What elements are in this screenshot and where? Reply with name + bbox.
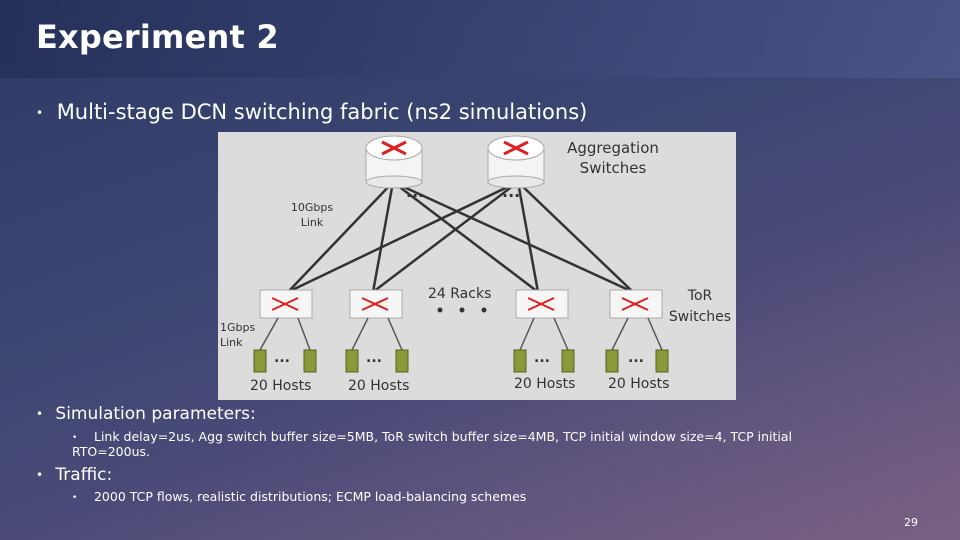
router-arrows-icon <box>381 140 407 156</box>
aggregation-switches-label: Aggregation Switches <box>558 138 668 178</box>
title-band <box>0 0 960 78</box>
link-1gbps-label: 1Gbps Link <box>220 320 260 350</box>
link <box>392 180 634 294</box>
sub-bullet-traffic: • 2000 TCP flows, realistic distribution… <box>72 490 526 505</box>
sub-bullet-traffic-text: 2000 TCP flows, realistic distributions;… <box>93 489 527 504</box>
tor-label-line1: ToR <box>687 288 713 304</box>
hosts <box>253 349 669 373</box>
bullet-dot: • <box>36 106 44 120</box>
aggregation-switch-2 <box>487 135 545 189</box>
tor-switch-1 <box>259 289 313 319</box>
link <box>287 181 394 293</box>
bullet-simulation-parameters-text: Simulation parameters: <box>55 404 256 424</box>
hosts-label-4: 20 Hosts <box>608 376 670 392</box>
links-10gbps <box>287 180 634 294</box>
router-arrows-icon <box>503 140 529 156</box>
agg-label-line1: Aggregation <box>567 139 659 157</box>
slide-title: Experiment 2 <box>36 18 279 56</box>
link10-line1: 10Gbps <box>290 201 334 214</box>
link <box>392 181 539 293</box>
tor-switch-3 <box>515 289 569 319</box>
hosts-label-1: 20 Hosts <box>250 378 312 394</box>
agg-ellipsis-2: ... <box>502 182 521 201</box>
links-1gbps <box>259 317 663 351</box>
link1-line2: Link <box>220 336 243 349</box>
hosts-ellipsis-3: ... <box>534 350 550 366</box>
bullet-traffic: • Traffic: <box>36 465 112 485</box>
bullet-dcn-fabric: • Multi-stage DCN switching fabric (ns2 … <box>36 100 587 124</box>
racks-ellipsis-dots <box>437 307 487 313</box>
link10-line2: Link <box>300 216 324 229</box>
sub-bullet-dot: • <box>72 432 78 443</box>
link <box>372 181 519 293</box>
aggregation-switch-1 <box>365 135 423 189</box>
page-number: 29 <box>904 516 918 529</box>
link <box>517 181 634 293</box>
bullet-traffic-text: Traffic: <box>55 465 113 485</box>
link-10gbps-label: 10Gbps Link <box>284 200 340 230</box>
link <box>287 180 519 294</box>
topology-svg <box>253 135 669 373</box>
hosts-label-3: 20 Hosts <box>514 376 576 392</box>
hosts-ellipsis-1: ... <box>274 350 290 366</box>
tor-label-line2: Switches <box>668 309 732 325</box>
sub-bullet-parameters-text: Link delay=2us, Agg switch buffer size=5… <box>72 429 792 459</box>
bullet-dcn-fabric-text: Multi-stage DCN switching fabric (ns2 si… <box>56 100 588 124</box>
link1-line1: 1Gbps <box>220 321 256 334</box>
bullet-dot: • <box>36 468 44 482</box>
link <box>516 181 540 293</box>
tor-switch-2 <box>349 289 403 319</box>
tor-switch-4 <box>609 289 663 319</box>
sub-bullet-parameters: • Link delay=2us, Agg switch buffer size… <box>72 430 872 459</box>
bullet-dot: • <box>36 407 44 421</box>
hosts-ellipsis-4: ... <box>628 350 644 366</box>
bullet-simulation-parameters: • Simulation parameters: <box>36 404 256 424</box>
hosts-ellipsis-2: ... <box>366 350 382 366</box>
sub-bullet-dot: • <box>72 492 78 503</box>
agg-label-line2: Switches <box>579 159 647 177</box>
link <box>371 181 395 293</box>
agg-ellipsis-1: ... <box>406 182 425 201</box>
hosts-label-2: 20 Hosts <box>348 378 410 394</box>
tor-switches-label: ToR Switches <box>664 286 736 328</box>
racks-label: 24 Racks <box>428 286 492 302</box>
network-topology-diagram: Aggregation Switches ... ... 10Gbps Link… <box>218 132 736 400</box>
